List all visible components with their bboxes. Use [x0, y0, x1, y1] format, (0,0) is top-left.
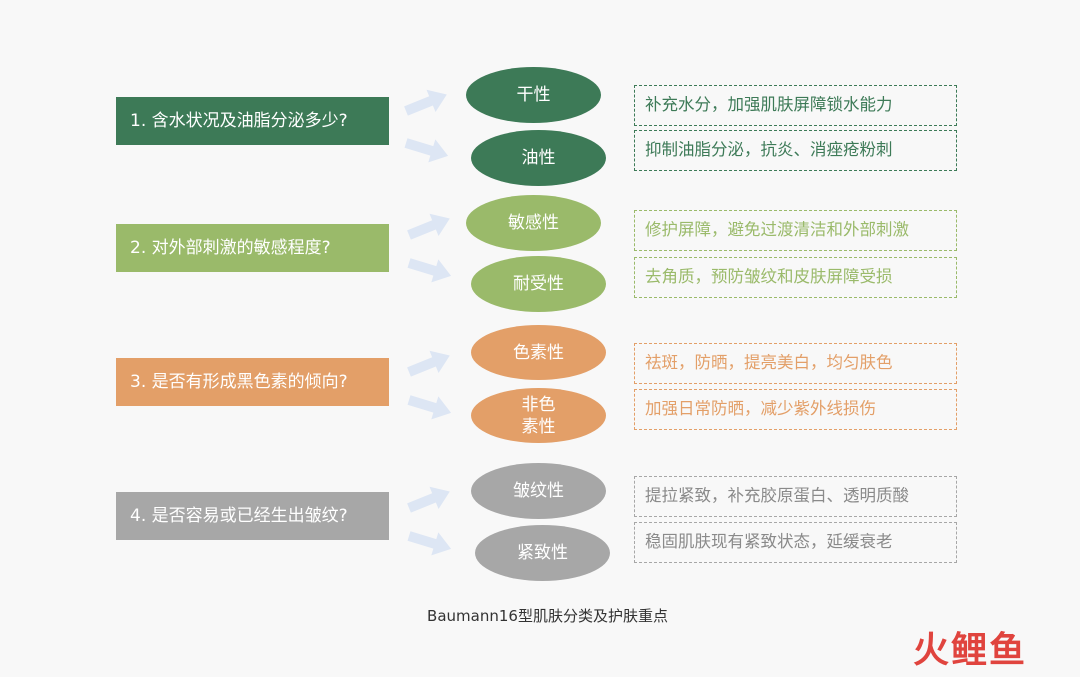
arrow-icon	[402, 131, 452, 168]
skin-type-oval: 干性	[466, 67, 601, 123]
skin-type-oval: 敏感性	[466, 195, 601, 251]
question-box: 3. 是否有形成黑色素的倾向?	[116, 358, 389, 406]
arrow-icon	[401, 83, 452, 123]
care-tip-box: 修护屏障，避免过渡清洁和外部刺激	[634, 210, 957, 251]
question-box: 1. 含水状况及油脂分泌多少?	[116, 97, 389, 145]
skin-type-oval: 紧致性	[475, 525, 610, 581]
care-tip-box: 补充水分，加强肌肤屏障锁水能力	[634, 85, 957, 126]
question-box: 2. 对外部刺激的敏感程度?	[116, 224, 389, 272]
brand-logo: 火鲤鱼	[913, 630, 1028, 671]
care-tip-box: 加强日常防晒，减少紫外线损伤	[634, 389, 957, 430]
care-tip-box: 抑制油脂分泌，抗炎、消痤疮粉刺	[634, 130, 957, 171]
care-tip-box: 祛斑，防晒，提亮美白，均匀肤色	[634, 343, 957, 384]
care-tip-box: 去角质，预防皱纹和皮肤屏障受损	[634, 257, 957, 298]
skin-type-oval: 耐受性	[471, 256, 606, 312]
skin-type-oval: 皱纹性	[471, 463, 606, 519]
arrow-icon	[404, 207, 455, 247]
arrow-icon	[405, 251, 455, 288]
skin-type-oval: 色素性	[471, 325, 606, 380]
arrow-icon	[405, 388, 455, 425]
care-tip-box: 稳固肌肤现有紧致状态，延缓衰老	[634, 522, 957, 563]
care-tip-box: 提拉紧致，补充胶原蛋白、透明质酸	[634, 476, 957, 517]
question-box: 4. 是否容易或已经生出皱纹?	[116, 492, 389, 540]
figure-caption: Baumann16型肌肤分类及护肤重点	[427, 607, 668, 625]
arrow-icon	[405, 524, 455, 561]
arrow-icon	[404, 344, 455, 384]
skin-type-oval: 非色 素性	[471, 388, 606, 443]
arrow-icon	[404, 480, 455, 520]
skin-type-oval: 油性	[471, 130, 606, 186]
